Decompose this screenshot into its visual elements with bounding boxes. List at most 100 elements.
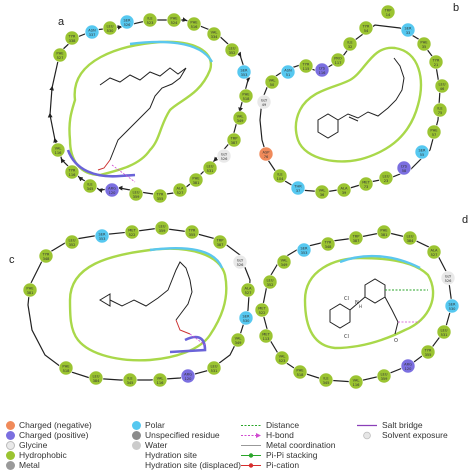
residue-number: 381 <box>193 181 200 185</box>
residue-marker <box>358 176 374 192</box>
residue-name: PHE <box>420 41 428 45</box>
residue-marker <box>84 24 100 40</box>
residue-marker <box>348 374 364 390</box>
residue-marker <box>342 36 358 52</box>
residue-marker <box>152 372 168 388</box>
residue-number: 518 <box>297 373 305 377</box>
panel-d: Cl Cl N H O <box>261 231 453 383</box>
residue-name: LEU <box>439 83 446 87</box>
residue-name: ASP <box>263 151 271 155</box>
residue-marker <box>206 360 222 376</box>
residue-number: 352 <box>229 51 236 55</box>
residue-number: 387 <box>217 243 224 247</box>
residue-name: ASN <box>284 69 292 73</box>
legend-hydrophobic: Hydrophobic <box>6 450 67 460</box>
residue-name: TRP <box>384 9 393 13</box>
residue-name: SER <box>448 303 456 307</box>
residue-marker <box>402 230 418 246</box>
residue-number: 116 <box>69 173 77 177</box>
ligand-b-ring <box>317 113 339 139</box>
residue-number: 353 <box>301 251 308 255</box>
residue-number: 32 <box>348 45 353 49</box>
legend-metal-coordination: Metal coordination <box>240 440 335 450</box>
legend-water: Water <box>132 440 167 450</box>
legend-charged-positive: Charged (positive) <box>6 430 88 440</box>
residue-name: SER <box>418 149 426 153</box>
residue-marker <box>188 172 204 188</box>
residue-number: 120 <box>185 377 193 381</box>
residue-name: TRP <box>352 235 361 239</box>
residue-number: 33 <box>406 31 411 35</box>
residue-name: MET <box>262 333 270 337</box>
residue-number: 76 <box>264 155 269 159</box>
residue-number: 115 <box>303 67 310 71</box>
residue-name: SER <box>242 315 250 319</box>
residue-name: LEU <box>107 25 114 29</box>
residue-number: 353 <box>241 73 248 77</box>
panel-a <box>50 20 248 195</box>
residue-marker <box>124 224 140 240</box>
legend-label: H-bond <box>266 430 294 440</box>
metal-swatch <box>6 460 15 470</box>
residue-number: 352 <box>267 283 274 287</box>
residue-number: 57 <box>432 133 437 137</box>
residue-number: 359 <box>381 377 389 381</box>
legend-hbond: H-bond <box>240 430 294 440</box>
residue-marker <box>416 36 432 52</box>
residue-number: 523 <box>279 359 286 363</box>
residue-number: 526 <box>445 279 453 283</box>
legend-label: Salt bridge <box>382 420 423 430</box>
residue-name: TYR <box>362 25 370 29</box>
legend-charged-negative: Charged (negative) <box>6 420 92 430</box>
residue-name: VAL <box>211 31 218 35</box>
residue-name: LEU <box>207 165 214 169</box>
residue-number: 355 <box>425 353 432 357</box>
residue-marker <box>184 224 200 240</box>
pocket-a-polar <box>129 40 214 63</box>
residue-marker <box>400 22 416 38</box>
residue-marker <box>400 358 416 374</box>
residue-number: 381 <box>381 233 388 237</box>
residue-name: GLY <box>221 153 228 157</box>
residue-name: VAL <box>279 355 286 359</box>
residue-marker <box>212 234 228 250</box>
residue-number: 345 <box>87 187 94 191</box>
legend-hydration-displaced: Hydration site (displaced) <box>132 460 241 470</box>
hbond-arrow-icon <box>241 432 261 438</box>
atom-h: H <box>359 304 362 309</box>
water-swatch <box>132 440 141 450</box>
residue-marker <box>262 274 278 290</box>
residue-name: PHE <box>56 52 64 56</box>
residue-name: LEU <box>441 329 448 333</box>
residue-number: 338 <box>69 39 77 43</box>
ligand-b-chain <box>337 57 405 121</box>
legend-label: Hydrophobic <box>19 450 67 460</box>
residue-name: ILE <box>127 377 133 381</box>
residue-name: ILE <box>277 173 283 177</box>
legend-unspecified: Unspecified residue <box>132 430 220 440</box>
residue-name: VAL <box>269 79 276 83</box>
